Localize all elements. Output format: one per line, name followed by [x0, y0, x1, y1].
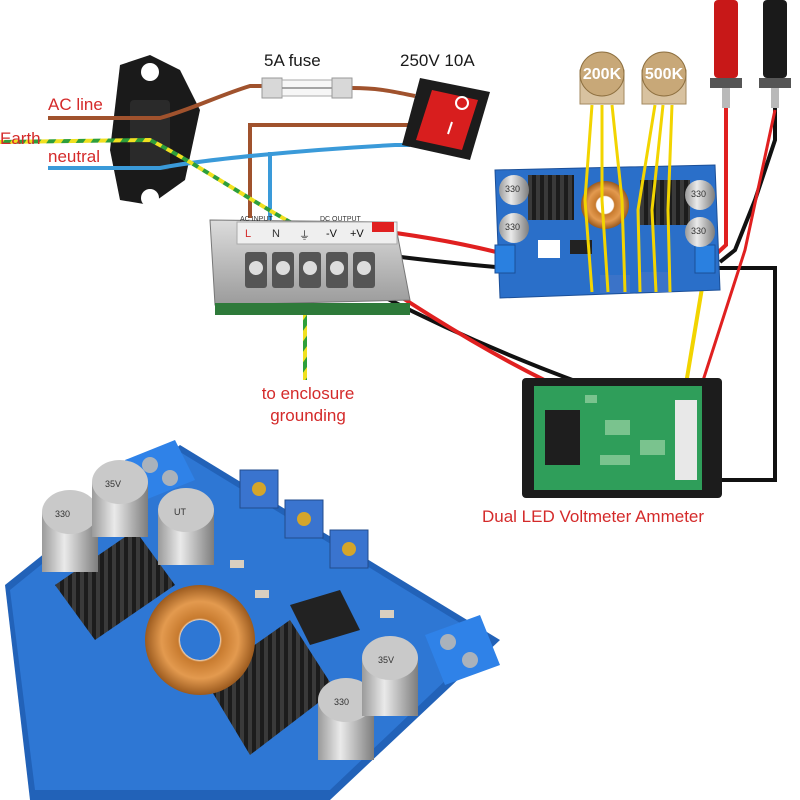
svg-text:330: 330: [691, 189, 706, 199]
toroid-inductor: [145, 585, 255, 695]
trimpot-1: [239, 469, 279, 509]
svg-text:330: 330: [505, 184, 520, 194]
ac-inlet-socket: [110, 55, 200, 207]
psu-terminal-n: N: [272, 228, 280, 240]
pot-200k-label: 200K: [583, 66, 622, 83]
meter-label: Dual LED Voltmeter Ammeter: [482, 507, 705, 526]
psu-ac-input-text: AC INPUT: [240, 216, 273, 223]
svg-text:330: 330: [505, 222, 520, 232]
psu-terminal-vplus: +V: [350, 228, 364, 240]
psu-terminal-l: L: [245, 228, 252, 240]
ac-line-wire: [48, 84, 262, 120]
heatsink-left: [55, 530, 175, 640]
capacitor-bottom-1: 330: [42, 490, 98, 572]
psu-dc-output-text: DC OUTPUT: [320, 216, 361, 223]
grounding-label-line1: to enclosure: [261, 384, 355, 403]
dual-meter: [522, 378, 722, 498]
psu-terminal-ground: ⏚: [299, 229, 310, 242]
binding-post-black: [759, 0, 791, 108]
svg-text:330: 330: [334, 697, 349, 707]
binding-post-red: [710, 0, 742, 108]
svg-text:35V: 35V: [105, 479, 121, 489]
psu-terminal-vminus: -V: [326, 228, 337, 240]
power-supply: [209, 219, 411, 315]
controller-ic: [290, 590, 360, 645]
ac-line-label: AC line: [48, 95, 103, 114]
fuse: [261, 77, 353, 99]
capacitor-bottom-3: UT: [158, 488, 214, 565]
trimpot-3: [329, 529, 369, 569]
grounding-label-line2: grounding: [270, 406, 346, 425]
capacitor-top-2: 330: [499, 213, 529, 243]
neutral-wire: [48, 143, 410, 170]
trimpot-2: [284, 499, 324, 539]
svg-text:330: 330: [55, 509, 70, 519]
potentiometer-200k: 200K: [579, 51, 625, 105]
svg-text:35V: 35V: [378, 655, 394, 665]
capacitor-top-1: 330: [499, 175, 529, 205]
svg-text:330: 330: [691, 226, 706, 236]
ac-line-wire-to-psu: [248, 123, 415, 218]
potentiometer-500k: 500K: [641, 51, 687, 105]
switch-label: 250V 10A: [400, 51, 475, 70]
pot-leads: [583, 104, 674, 293]
capacitor-bottom-5: 35V: [362, 636, 418, 716]
earth-label: Earth: [0, 129, 41, 148]
terminal-block-right: [425, 615, 500, 685]
capacitor-top-4: 330: [685, 217, 715, 247]
out-to-meter-black: [692, 266, 777, 482]
heatsink-right: [205, 620, 335, 755]
rocker-switch: [402, 78, 490, 160]
capacitor-bottom-2: 35V: [92, 460, 148, 537]
capacitor-top-3: 330: [685, 180, 715, 210]
fuse-label: 5A fuse: [264, 51, 321, 70]
ac-line-wire-fuse-switch: [351, 86, 416, 98]
neutral-label: neutral: [48, 147, 100, 166]
pot-500k-label: 500K: [645, 66, 684, 83]
svg-text:UT: UT: [174, 507, 186, 517]
